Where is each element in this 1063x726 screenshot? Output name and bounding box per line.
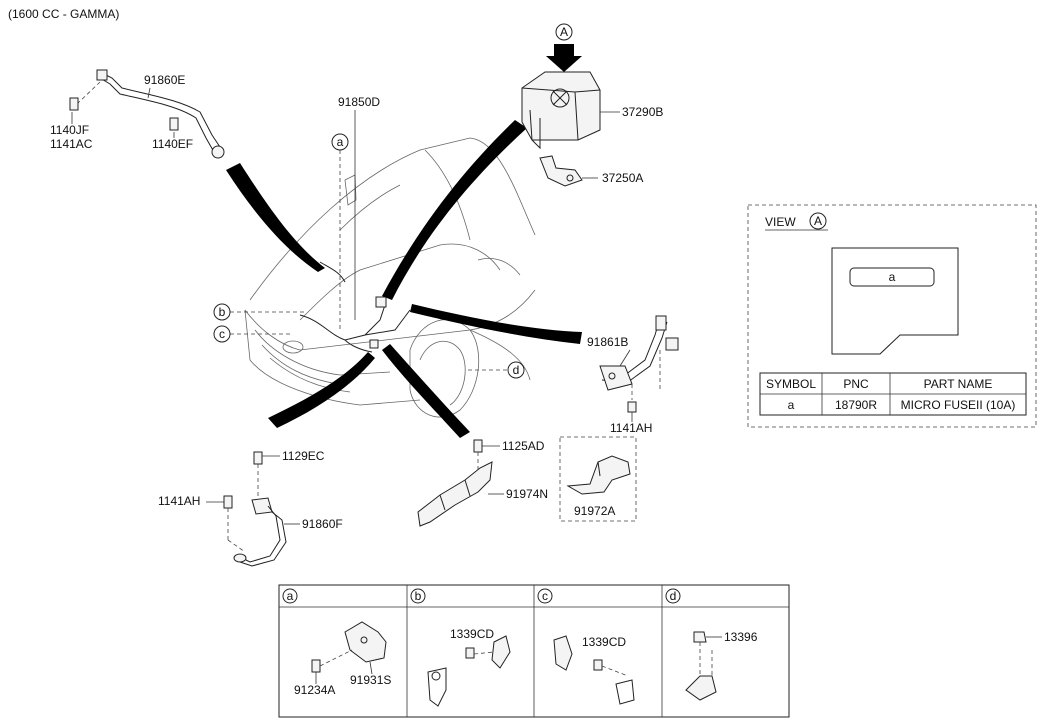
view-arrow-A: A bbox=[546, 23, 582, 72]
svg-text:a: a bbox=[287, 589, 294, 603]
callout-a: a bbox=[331, 133, 349, 151]
battery-cable-91860F: 1129EC 1141AH 91860F bbox=[158, 449, 343, 567]
svg-text:a: a bbox=[337, 135, 344, 149]
diagram-title: (1600 CC - GAMMA) bbox=[8, 7, 119, 21]
label-1140JF: 1140JF bbox=[50, 123, 89, 137]
label-91974N: 91974N bbox=[506, 487, 548, 501]
label-1339CD-c: 1339CD bbox=[582, 635, 626, 649]
label-91860F: 91860F bbox=[302, 517, 343, 531]
label-37250A: 37250A bbox=[602, 171, 643, 185]
label-13396: 13396 bbox=[724, 630, 758, 644]
label-1141AH-right: 1141AH bbox=[610, 421, 652, 435]
view-circle: A bbox=[814, 214, 822, 228]
table-cell-part-name: MICRO FUSEII (10A) bbox=[901, 398, 1016, 412]
detail-col-d: d 13396 bbox=[665, 588, 758, 701]
svg-text:A: A bbox=[560, 25, 568, 39]
svg-text:d: d bbox=[670, 589, 677, 603]
svg-text:d: d bbox=[513, 363, 520, 377]
label-91931S: 91931S bbox=[350, 673, 391, 687]
pointer-blades bbox=[226, 120, 582, 438]
view-A-panel: VIEW A a SYMBOL PNC PART NAME a 18790R M… bbox=[747, 204, 1037, 428]
detail-col-a: a 91234A 91931S bbox=[282, 588, 391, 697]
label-91850D: 91850D bbox=[338, 95, 380, 109]
label-91861B: 91861B bbox=[587, 335, 628, 349]
table-header-symbol: SYMBOL bbox=[766, 377, 816, 391]
callout-b: b bbox=[213, 303, 231, 321]
table-cell-symbol: a bbox=[788, 398, 795, 412]
label-1140EF: 1140EF bbox=[152, 137, 193, 151]
svg-text:b: b bbox=[219, 305, 226, 319]
wiring-harness bbox=[299, 261, 411, 353]
label-1129EC: 1129EC bbox=[282, 449, 325, 463]
callout-d: d bbox=[507, 361, 525, 379]
svg-text:c: c bbox=[542, 589, 548, 603]
label-1141AH-left: 1141AH bbox=[158, 494, 200, 508]
battery-cable-91860E: 91860E 1140JF 1141AC 1140EF bbox=[50, 69, 225, 159]
svg-text:b: b bbox=[415, 589, 422, 603]
harness-connector bbox=[375, 296, 387, 308]
detail-col-b: b 1339CD bbox=[410, 588, 511, 707]
label-37290B: 37290B bbox=[622, 105, 663, 119]
label-1339CD-b: 1339CD bbox=[450, 627, 494, 641]
car-outline bbox=[244, 137, 536, 418]
detail-col-c: c 1339CD bbox=[537, 588, 635, 705]
callout-c: c bbox=[213, 325, 231, 343]
callout-leaders bbox=[230, 110, 507, 371]
detail-table: a 91234A 91931S b 1339CD c 1339CD bbox=[278, 584, 790, 718]
label-91860E: 91860E bbox=[144, 73, 185, 87]
table-header-part-name: PART NAME bbox=[924, 377, 993, 391]
bracket-91974N: 1125AD 91974N bbox=[417, 439, 548, 527]
view-label: VIEW bbox=[765, 215, 796, 229]
label-91234A: 91234A bbox=[294, 683, 335, 697]
fuse-box-37290B: 37290B bbox=[521, 71, 663, 150]
svg-text:c: c bbox=[219, 327, 225, 341]
sensor-37250A: 37250A bbox=[539, 155, 643, 187]
table-cell-pnc: 18790R bbox=[835, 398, 877, 412]
label-91972A: 91972A bbox=[574, 504, 615, 518]
ground-cable-91861B: 91861B 1141AH bbox=[587, 315, 679, 435]
label-1125AD: 1125AD bbox=[502, 439, 545, 453]
fuse-slot-a: a bbox=[889, 270, 896, 284]
bracket-91972A: 91972A bbox=[559, 436, 637, 522]
table-header-pnc: PNC bbox=[843, 377, 869, 391]
label-1141AC: 1141AC bbox=[50, 137, 93, 151]
